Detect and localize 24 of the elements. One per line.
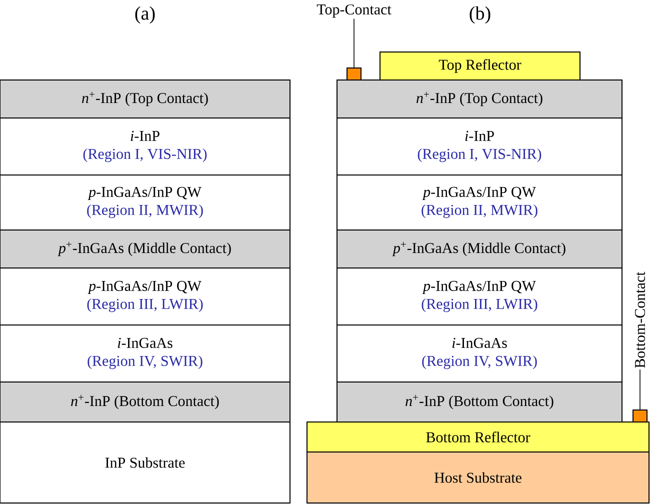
layer-box: p-InGaAs/InP QW (Region III, LWIR) <box>336 268 622 326</box>
layer-box: i-InP (Region I, VIS-NIR) <box>0 118 290 176</box>
layer-box: i-InGaAs (Region IV, SWIR) <box>0 324 290 382</box>
layer-box: InP Substrate <box>0 422 290 504</box>
layer-box: p-InGaAs/InP QW (Region III, LWIR) <box>0 268 290 326</box>
layer-box: p-InGaAs/InP QW (Region II, MWIR) <box>336 174 622 230</box>
contact-label: Top-Contact <box>316 4 392 18</box>
layer-box: Host Substrate <box>306 452 650 504</box>
layer-box: n$^{+}$-InP (Top Contact) <box>0 80 290 118</box>
layer-box: i-InP (Region I, VIS-NIR) <box>336 118 622 176</box>
layer-box: p-InGaAs/InP QW (Region II, MWIR) <box>0 174 290 230</box>
contact-pad <box>632 410 648 422</box>
contact-pad <box>346 68 362 80</box>
layer-box: n$^{+}$-InP (Top Contact) <box>336 80 622 118</box>
layer-box: p$^{+}$-InGaAs (Middle Contact) <box>336 230 622 268</box>
reflector-box: Top Reflector <box>380 52 580 80</box>
layer-box: n$^{+}$-InP (Bottom Contact) <box>336 382 622 422</box>
contact-label: Bottom-Contact <box>634 272 646 368</box>
layer-box: p$^{+}$-InGaAs (Middle Contact) <box>0 230 290 268</box>
reflector-box: Bottom Reflector <box>306 422 650 452</box>
layer-box: n$^{+}$-InP (Bottom Contact) <box>0 382 290 422</box>
panel-label: (b) <box>470 6 490 24</box>
panel-label: (a) <box>135 6 155 24</box>
layer-box: i-InGaAs (Region IV, SWIR) <box>336 324 622 382</box>
